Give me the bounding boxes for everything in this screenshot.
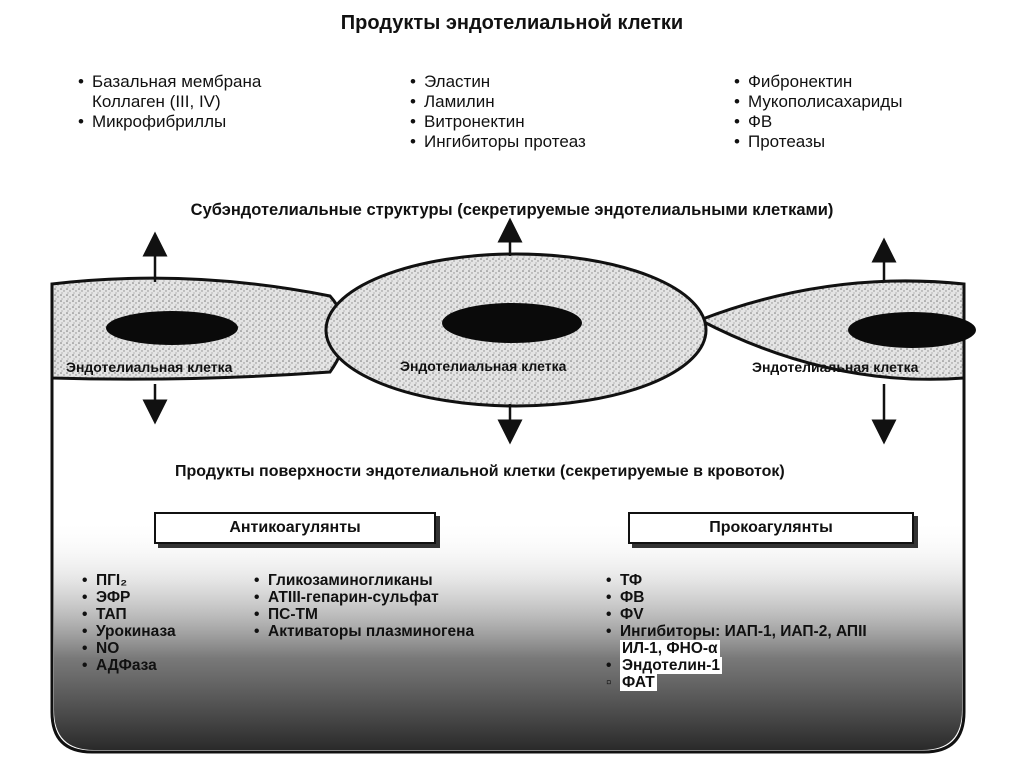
vessel-wall [50, 300, 966, 754]
list-item: •Витронектин [410, 112, 525, 131]
list-item: Коллаген (III, IV) [92, 92, 221, 111]
diagram-title: Продукты эндотелиальной клетки [340, 12, 684, 34]
procoagulants-list: •ТФ •ФВ •ФV •Ингибиторы: ИАП-1, ИАП-2, А… [606, 572, 867, 691]
list-item: •АТIII-гепарин-сульфат [254, 589, 439, 606]
anticoagulants-header: Антикоагулянты [154, 512, 436, 544]
anticoagulants-list-col2: •Гликозаминогликаны •АТIII-гепарин-сульф… [254, 572, 474, 640]
list-item: •NO [82, 640, 120, 657]
list-item: •Активаторы плазминогена [254, 623, 475, 640]
cell-label-center: Эндотелиальная клетка [400, 358, 567, 374]
list-item: •ТФ [606, 572, 643, 589]
list-item: •ЭФР [82, 589, 131, 606]
list-item: •Эндотелин-1 [606, 657, 723, 674]
cell-label-right: Эндотелиальная клетка [752, 359, 919, 375]
list-item: •ФВ [606, 589, 645, 606]
list-item: ИЛ-1, ФНО-α [620, 640, 720, 657]
list-item: •ПС-ТМ [254, 606, 318, 623]
list-item: •Эластин [410, 72, 491, 91]
anticoagulants-list-col1: •ПГІ₂ •ЭФР •ТАП •Урокиназа •NO •АДФаза [82, 572, 176, 674]
subendothelial-label: Субэндотелиальные структуры (секретируем… [190, 201, 834, 219]
cell-label-left: Эндотелиальная клетка [66, 359, 233, 375]
list-item: •Базальная мембрана [78, 72, 262, 91]
list-item: •ФV [606, 606, 644, 623]
list-item: •Мукополисахариды [734, 92, 903, 111]
list-item: •Ингибиторы: ИАП-1, ИАП-2, АПII [606, 623, 867, 640]
list-item: •Фибронектин [734, 72, 853, 91]
list-item: ▫ФАТ [606, 674, 657, 691]
list-item: •ТАП [82, 606, 127, 623]
blood-lumen [54, 520, 962, 750]
procoagulants-header: Прокоагулянты [628, 512, 914, 544]
nucleus-right [848, 312, 976, 348]
surface-products-label: Продукты поверхности эндотелиальной клет… [175, 463, 785, 480]
products-list-col2: •Эластин •Ламилин •Витронектин •Ингибито… [410, 72, 586, 152]
list-item: •Ингибиторы протеаз [410, 132, 586, 151]
products-list-col3: •Фибронектин •Мукополисахариды •ФВ •Прот… [734, 72, 902, 152]
list-item: •АДФаза [82, 657, 157, 674]
list-item: •ПГІ₂ [82, 572, 128, 589]
list-item: •Протеазы [734, 132, 826, 151]
products-list-col1: •Базальная мембрана Коллаген (III, IV) •… [78, 72, 261, 132]
nucleus-left [106, 311, 238, 345]
list-item: •Урокиназа [82, 623, 176, 640]
list-item: •Микрофибриллы [78, 112, 227, 131]
list-item: •ФВ [734, 112, 773, 131]
list-item: •Гликозаминогликаны [254, 572, 433, 589]
nucleus-center [442, 303, 582, 343]
list-item: •Ламилин [410, 92, 495, 111]
